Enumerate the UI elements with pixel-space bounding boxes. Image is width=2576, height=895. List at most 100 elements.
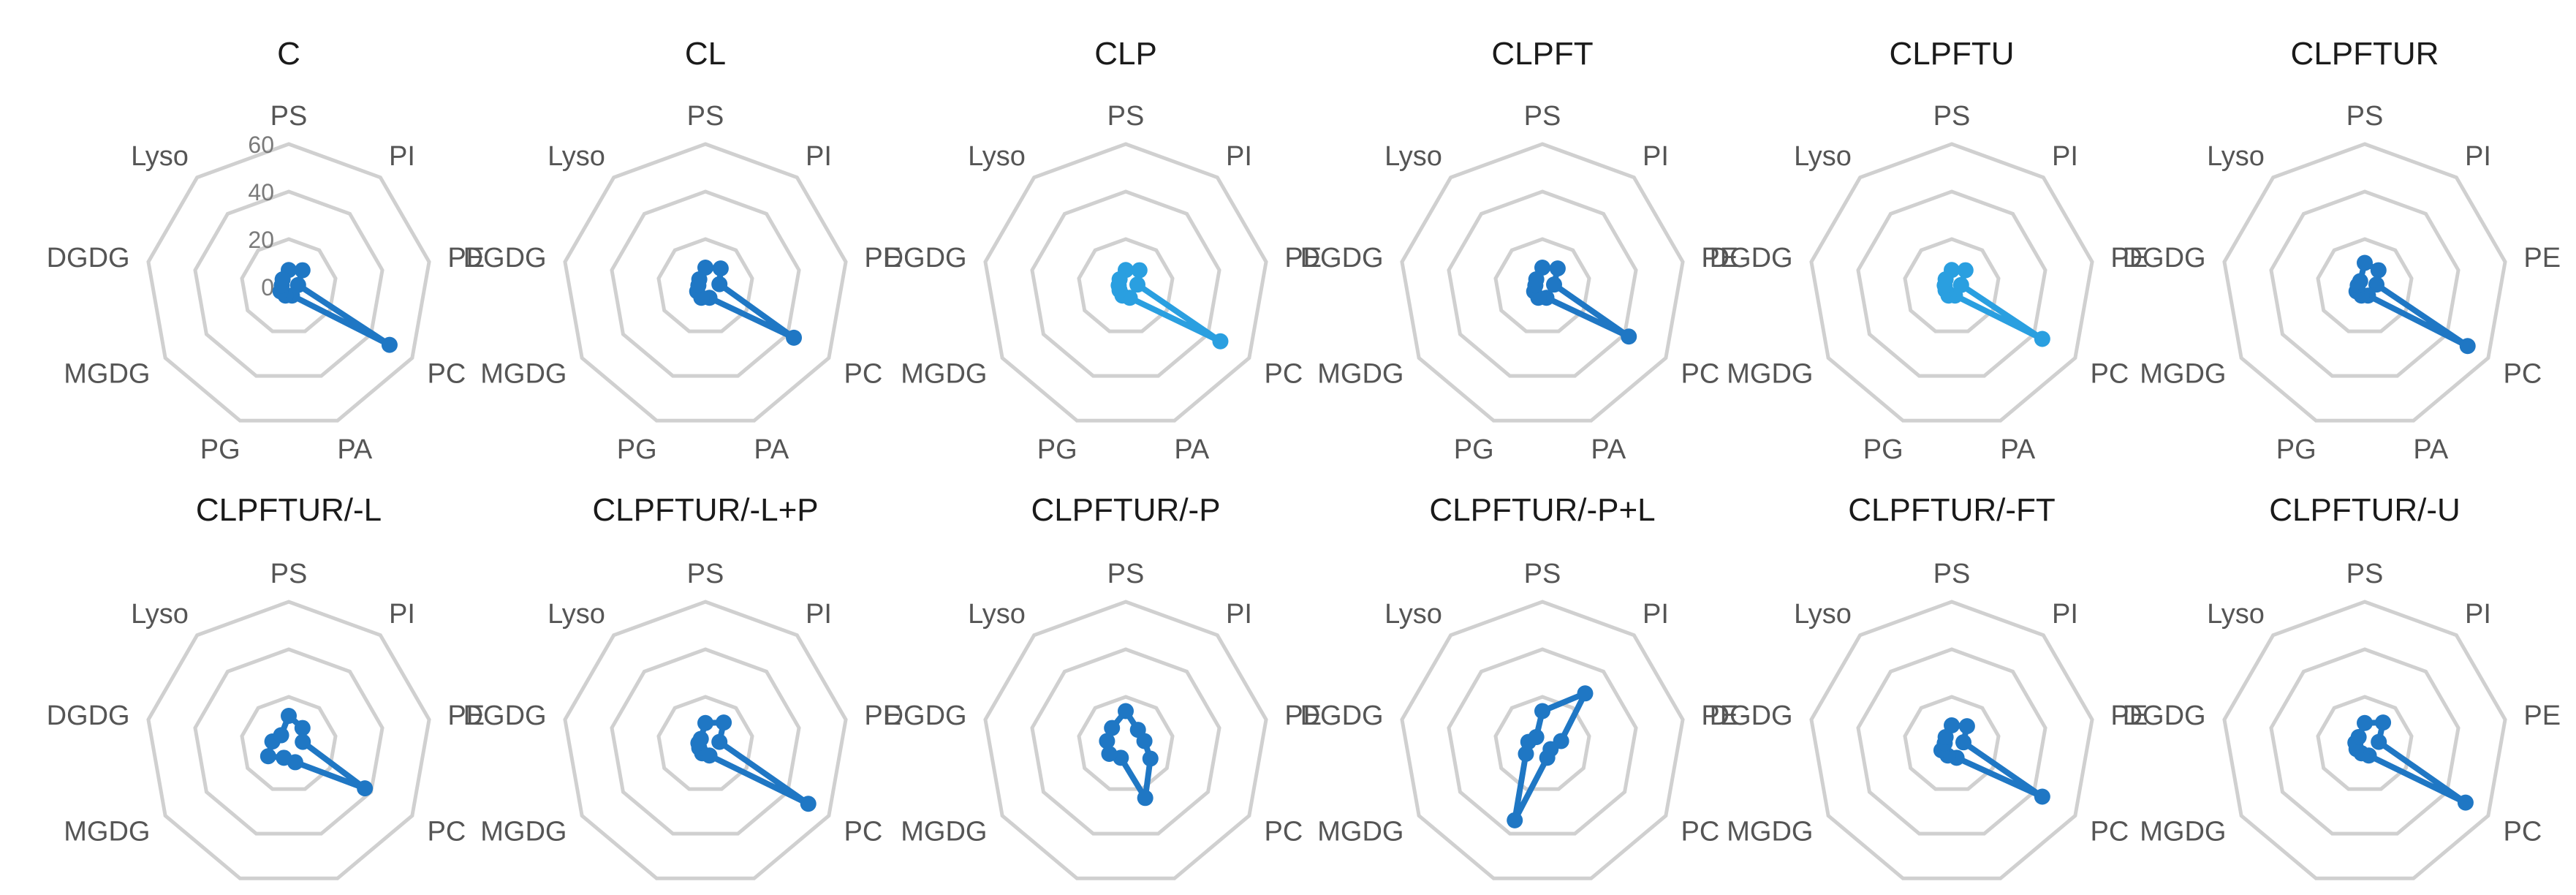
tick-label: 60 (248, 132, 274, 158)
axis-label: PS (2346, 101, 2384, 132)
axis-label: PA (754, 434, 789, 465)
axis-label: PA (1174, 434, 1210, 465)
axis-label: Lyso (548, 599, 605, 630)
data-point (2459, 338, 2476, 355)
axis-label: DGDG (884, 700, 967, 731)
axis-label: PS (1107, 559, 1145, 589)
axis-label: PE (2110, 243, 2148, 273)
axis-label: Lyso (968, 141, 1026, 172)
axis-label: PI (806, 141, 832, 172)
chart-title: C (277, 36, 300, 72)
grid-ring (193, 647, 384, 836)
axis-label: PA (2000, 434, 2036, 465)
chart-title: CLPFTUR (2291, 36, 2439, 72)
data-point (2371, 733, 2387, 750)
data-point (2457, 794, 2474, 811)
data-point (260, 748, 276, 765)
axis-label: PA (754, 892, 789, 895)
data-point (1528, 271, 1545, 288)
axis-label: PG (617, 434, 657, 465)
grid-ring (2269, 647, 2461, 836)
axis-label: PA (2413, 892, 2449, 895)
axis-label: DGDG (1710, 243, 1793, 273)
grid-ring (1400, 600, 1685, 880)
grid-ring (1447, 189, 1638, 378)
axis-label: PC (2091, 817, 2129, 847)
axis-label: PA (1591, 892, 1626, 895)
tick-label: 0 (261, 274, 274, 301)
data-point (1507, 812, 1523, 828)
tick-label: 40 (248, 179, 274, 205)
axis-label: PE (1284, 243, 1322, 273)
data-point (1577, 685, 1594, 702)
data-point (381, 336, 398, 353)
axis-label: PI (1226, 599, 1252, 630)
axis-label: PE (1701, 243, 1738, 273)
data-point (1142, 750, 1159, 767)
data-point (281, 708, 297, 724)
axis-label: PE (864, 700, 901, 731)
grid-ring (2222, 142, 2507, 423)
data-point (1937, 729, 1954, 746)
axis-label: PC (1681, 359, 1720, 390)
data-point (2375, 714, 2392, 731)
grid-ring (1077, 237, 1175, 333)
axis-label: Lyso (2207, 599, 2265, 630)
axis-label: PI (806, 599, 832, 630)
data-point (786, 329, 803, 346)
chart-title: CLPFTUR/-L+P (592, 492, 818, 528)
axis-label: MGDG (64, 817, 150, 847)
axis-label: MGDG (64, 359, 150, 390)
chart-title: CLPFTUR/-L (196, 492, 382, 528)
axis-label: DGDG (47, 700, 130, 731)
axis-label: Lyso (2207, 141, 2265, 172)
axis-label: PE (2523, 243, 2561, 273)
axis-label: PI (2465, 141, 2491, 172)
axis-label: PI (389, 141, 415, 172)
axis-label: DGDG (47, 243, 130, 273)
grid-ring (656, 695, 754, 791)
tick-label: 20 (248, 227, 274, 253)
data-point (1621, 328, 1637, 345)
grid-ring (2222, 600, 2507, 880)
axis-label: PC (1681, 817, 1720, 847)
grid-ring (2316, 695, 2414, 791)
axis-label: Lyso (548, 141, 605, 172)
axis-label: MGDG (1317, 817, 1403, 847)
grid-ring (2269, 189, 2461, 378)
data-point (1534, 703, 1550, 720)
data-point (2368, 276, 2385, 293)
axis-label: MGDG (1727, 359, 1813, 390)
data-point (1546, 276, 1563, 293)
data-point (1129, 276, 1146, 293)
data-point (2357, 714, 2373, 731)
data-point (294, 262, 311, 279)
data-point (1118, 703, 1134, 720)
axis-label: PG (1454, 892, 1494, 895)
axis-label: PE (2523, 700, 2561, 731)
axis-label: MGDG (480, 817, 567, 847)
axis-label: PA (1591, 434, 1626, 465)
axis-label: PC (2504, 817, 2542, 847)
data-point (1957, 262, 1974, 279)
axis-label: PA (2413, 434, 2449, 465)
data-point (2034, 788, 2050, 805)
grid-ring (563, 600, 848, 880)
axis-label: MGDG (480, 359, 567, 390)
axis-label: MGDG (2140, 817, 2226, 847)
grid-ring (193, 189, 384, 378)
axis-label: DGDG (884, 243, 967, 273)
axis-label: Lyso (1794, 141, 1852, 172)
data-point (800, 796, 817, 812)
axis-label: DGDG (2123, 700, 2206, 731)
axis-label: PA (337, 892, 373, 895)
grid-ring (240, 695, 338, 791)
